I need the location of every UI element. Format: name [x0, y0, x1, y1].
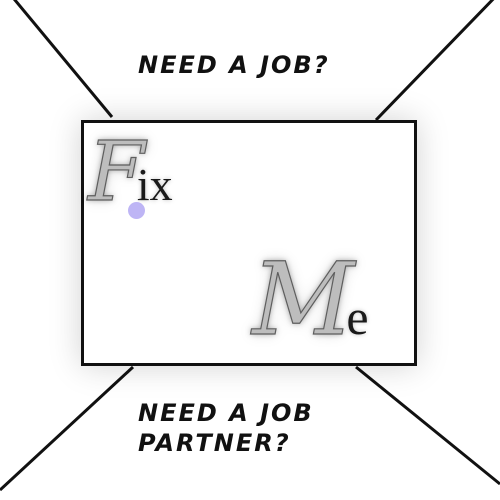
logo-me-rest: e — [346, 289, 369, 345]
diagonal-line-top-right — [374, 0, 495, 122]
headline-bottom-line-2: PARTNER? — [138, 429, 291, 457]
headline-need-a-job: NEED A JOB? — [138, 51, 330, 79]
logo-me-script-letter: M — [251, 240, 355, 358]
logo-word-fix: Fix — [87, 124, 173, 220]
diagonal-line-bottom-left — [0, 365, 135, 492]
diagonal-line-top-left — [12, 0, 114, 118]
headline-need-a-job-partner: NEED A JOB PARTNER? — [138, 398, 314, 458]
headline-bottom-line-1: NEED A JOB — [138, 399, 314, 427]
logo-word-me: Me — [251, 240, 369, 358]
logo-fix-rest: ix — [136, 159, 173, 210]
fix-me-logo: Fix Me — [81, 120, 417, 366]
diagonal-line-bottom-right — [355, 365, 500, 486]
pointer-dot — [128, 202, 145, 219]
